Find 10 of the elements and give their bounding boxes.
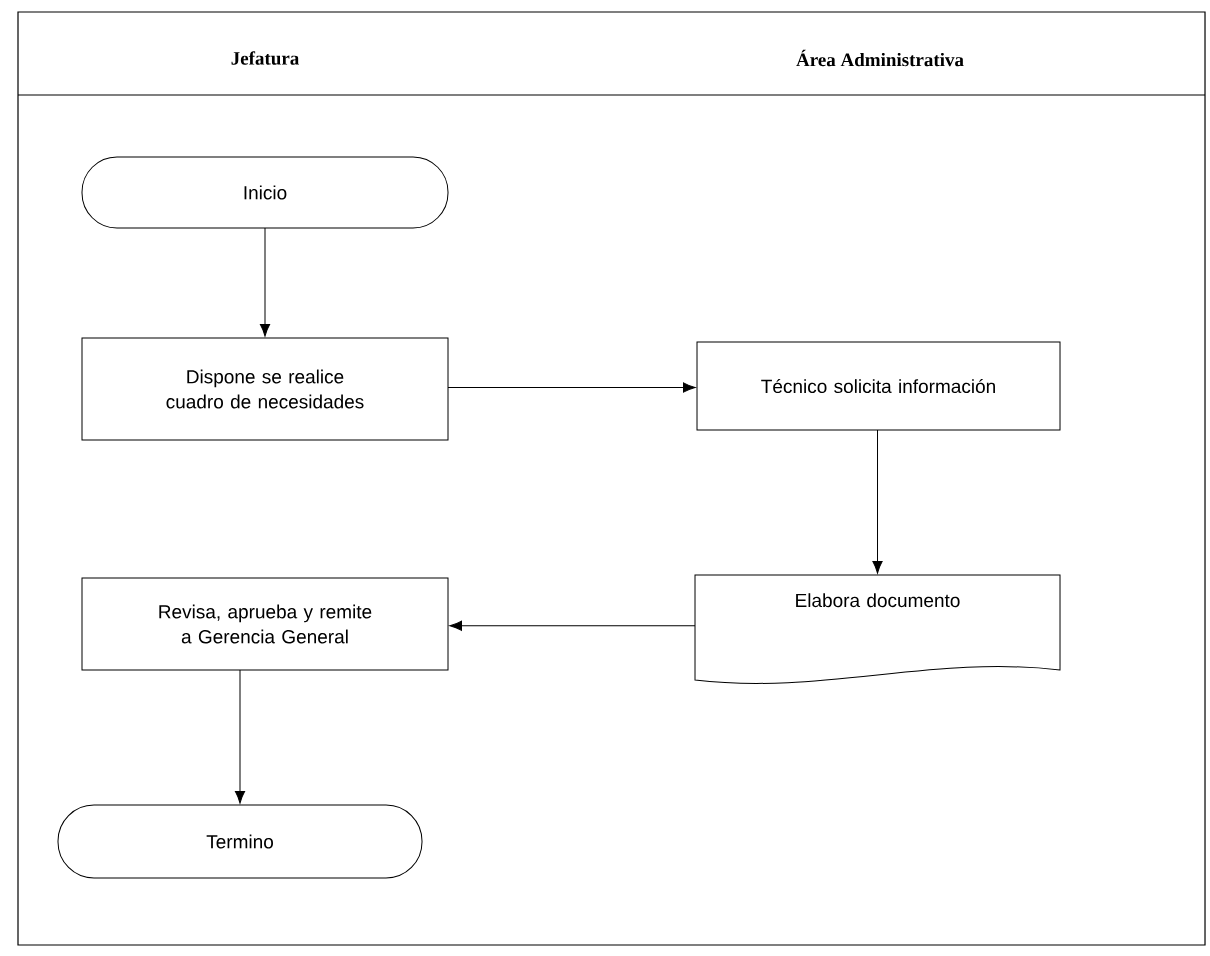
- arrow: [449, 620, 696, 631]
- arrow: [234, 669, 246, 804]
- arrow: [447, 382, 696, 393]
- process-box: Técnico solicita información: [696, 341, 1061, 431]
- lane-header: Jefatura: [231, 51, 299, 65]
- arrow: [872, 429, 883, 574]
- lane-header: Área Administrativa: [796, 49, 964, 67]
- process-box: Revisa, aprueba y remite a Gerencia General: [81, 577, 449, 671]
- arrow: [259, 227, 271, 337]
- process-box: Dispone se realice cuadro de necesidades: [81, 337, 449, 441]
